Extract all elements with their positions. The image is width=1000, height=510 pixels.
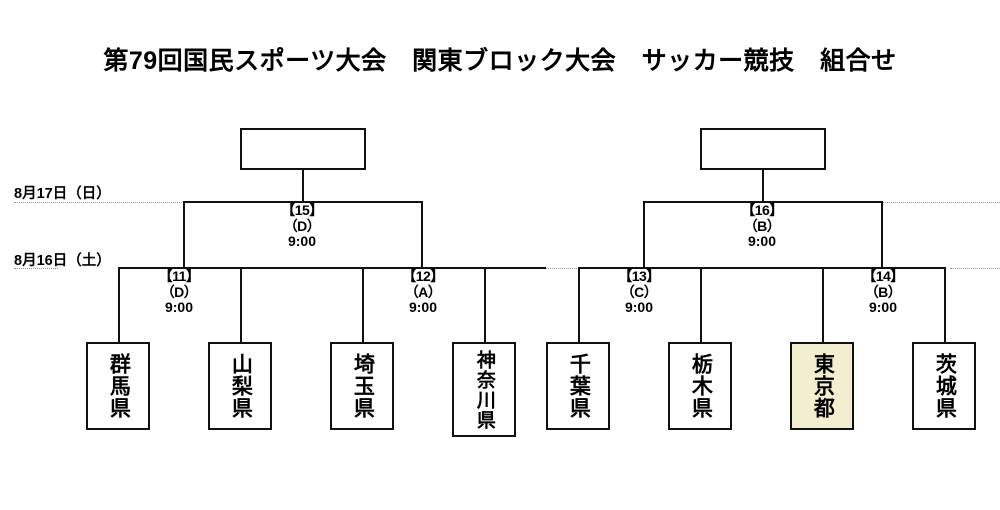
- connector-team-ibaraki: [944, 267, 946, 343]
- team-name-yamanashi: 山梨県: [229, 353, 253, 419]
- match-label-11: 【11】 （D） 9:00: [119, 268, 239, 316]
- team-name-tokyo: 東京都: [811, 353, 835, 419]
- connector-team-chiba: [578, 267, 580, 343]
- match-11-number: 【11】: [158, 268, 200, 284]
- match-14-number: 【14】: [862, 268, 904, 284]
- connector-team-yamanashi: [240, 267, 242, 343]
- match-11-time: 9:00: [164, 299, 194, 316]
- connector-final-right-stem: [762, 170, 764, 203]
- connector-match15-right-drop: [421, 201, 423, 269]
- bracket-bar-match12: [362, 267, 546, 269]
- date-label-aug16: 8月16日（土）: [14, 253, 111, 269]
- team-name-kanagawa: 神奈川県: [473, 349, 495, 430]
- team-name-tochigi: 栃木県: [689, 353, 713, 419]
- match-12-number: 【12】: [402, 268, 444, 284]
- match-label-16: 【16】 （B） 9:00: [702, 202, 822, 250]
- team-box-saitama[interactable]: 埼玉県: [330, 342, 394, 430]
- match-16-number: 【16】: [741, 202, 783, 218]
- bracket-bar-match14: [822, 267, 944, 269]
- match-13-time: 9:00: [624, 299, 654, 316]
- team-name-ibaraki: 茨城県: [933, 353, 957, 419]
- match-15-number: 【15】: [281, 202, 323, 218]
- winner-box-left[interactable]: [240, 128, 366, 170]
- match-14-time: 9:00: [868, 299, 898, 316]
- page-title: 第79回国民スポーツ大会 関東ブロック大会 サッカー競技 組合せ: [103, 47, 897, 75]
- team-box-ibaraki[interactable]: 茨城県: [912, 342, 976, 430]
- connector-match15-left-drop: [183, 201, 185, 269]
- connector-team-tochigi: [700, 267, 702, 343]
- team-name-gunma: 群馬県: [107, 353, 131, 419]
- connector-match16-right-drop: [881, 201, 883, 269]
- bracket-bar-match11: [118, 267, 422, 269]
- match-15-group: （D）: [283, 217, 321, 234]
- connector-final-left-stem: [302, 170, 304, 203]
- winner-box-right[interactable]: [700, 128, 826, 170]
- connector-team-tokyo: [822, 267, 824, 343]
- connector-match16-left-drop: [643, 201, 645, 269]
- bracket-bar-match16: [643, 201, 883, 203]
- connector-team-gunma: [118, 267, 120, 343]
- match-12-group: （A）: [404, 283, 442, 300]
- team-box-tokyo[interactable]: 東京都: [790, 342, 854, 430]
- date-rule-aug17-left: [14, 202, 284, 203]
- connector-team-kanagawa: [484, 267, 486, 343]
- date-rule-aug16-c: [950, 268, 1000, 269]
- team-box-tochigi[interactable]: 栃木県: [668, 342, 732, 430]
- team-box-gunma[interactable]: 群馬県: [86, 342, 150, 430]
- date-label-aug17: 8月17日（日）: [14, 186, 111, 202]
- match-16-time: 9:00: [747, 233, 777, 250]
- bracket-bar-match13: [578, 267, 882, 269]
- match-15-time: 9:00: [287, 233, 317, 250]
- team-box-yamanashi[interactable]: 山梨県: [208, 342, 272, 430]
- team-box-kanagawa[interactable]: 神奈川県: [452, 342, 516, 437]
- match-label-15: 【15】 （D） 9:00: [242, 202, 362, 250]
- match-16-group: （B）: [743, 217, 781, 234]
- match-label-13: 【13】 （C） 9:00: [579, 268, 699, 316]
- match-label-12: 【12】 （A） 9:00: [363, 268, 483, 316]
- match-14-group: （B）: [864, 283, 902, 300]
- connector-team-saitama: [362, 267, 364, 343]
- match-13-group: （C）: [620, 283, 658, 300]
- team-box-chiba[interactable]: 千葉県: [546, 342, 610, 430]
- team-name-chiba: 千葉県: [567, 353, 591, 419]
- date-rule-aug16-a: [14, 268, 58, 269]
- match-13-number: 【13】: [618, 268, 660, 284]
- match-12-time: 9:00: [408, 299, 438, 316]
- match-label-14: 【14】 （B） 9:00: [823, 268, 943, 316]
- team-name-saitama: 埼玉県: [351, 353, 375, 419]
- bracket-bar-match15: [183, 201, 423, 203]
- match-11-group: （D）: [160, 283, 198, 300]
